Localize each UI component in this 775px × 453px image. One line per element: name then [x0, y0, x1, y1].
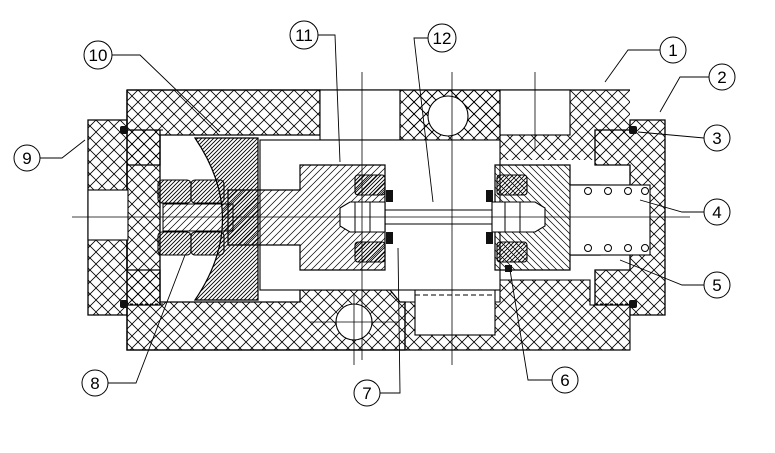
callout-8-label: 8 — [90, 374, 99, 393]
callout-9: 9 — [13, 144, 41, 172]
callout-5-label: 5 — [712, 276, 721, 295]
callout-12-label: 12 — [433, 29, 452, 48]
spring-coils — [584, 187, 649, 252]
callout-11-label: 11 — [295, 26, 313, 45]
callout-5: 5 — [703, 271, 731, 299]
callout-2: 2 — [708, 63, 736, 91]
callout-4-label: 4 — [712, 203, 721, 222]
callout-6: 6 — [551, 366, 579, 394]
callout-8: 8 — [81, 369, 109, 397]
callout-7-label: 7 — [362, 384, 371, 403]
callout-7: 7 — [353, 379, 381, 407]
callout-3-label: 3 — [712, 129, 721, 148]
piston-stem — [227, 164, 386, 271]
left-end-cap — [87, 119, 161, 316]
callout-11: 11 — [289, 20, 319, 50]
callout-9-label: 9 — [22, 149, 31, 168]
callout-3: 3 — [703, 124, 731, 152]
callout-2-label: 2 — [717, 68, 726, 87]
o-ring-seals — [120, 126, 637, 308]
left-nuts — [157, 179, 234, 256]
callout-10-label: 10 — [89, 46, 108, 65]
callout-10: 10 — [83, 40, 113, 70]
leader-lines — [40, 34, 709, 394]
callout-6-label: 6 — [560, 371, 569, 390]
callout-4: 4 — [703, 198, 731, 226]
stem-washers — [354, 174, 528, 263]
callout-1: 1 — [659, 36, 687, 64]
callout-12: 12 — [427, 23, 457, 53]
callout-1-label: 1 — [668, 41, 677, 60]
center-lines — [72, 72, 690, 365]
